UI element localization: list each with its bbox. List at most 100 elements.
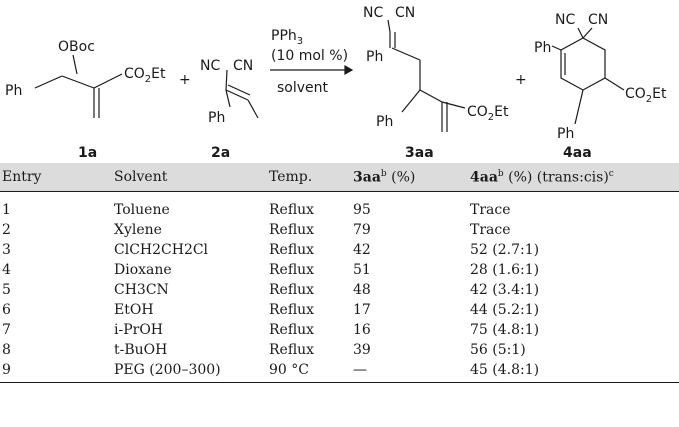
cell-yield-3aa: 42 [353, 242, 371, 258]
cell-yield-4aa: 56 (5:1) [470, 342, 526, 358]
cell-yield-4aa: 42 (3.4:1) [470, 282, 540, 298]
cell-entry: 3 [2, 242, 11, 258]
bond [604, 77, 625, 91]
plus-sign: + [515, 72, 527, 88]
table-row: 8 t-BuOH Reflux 39 56 (5:1) [0, 340, 679, 360]
nc-label: NC [363, 5, 383, 21]
bond [577, 27, 584, 39]
cell-entry: 1 [2, 202, 11, 218]
reaction-conditions: PPh3 (10 mol %) solvent [270, 28, 354, 96]
cell-solvent: t-BuOH [114, 342, 168, 358]
phenyl-label: Ph [366, 49, 383, 65]
cn-label: CN [588, 12, 608, 28]
cell-yield-3aa: 16 [353, 322, 371, 338]
cell-yield-3aa: 51 [353, 262, 371, 278]
phenyl-label: Ph [557, 126, 574, 142]
table-row: 2 Xylene Reflux 79 Trace [0, 220, 679, 240]
header-temp: Temp. [267, 163, 351, 192]
cell-entry: 7 [2, 322, 11, 338]
bond [225, 89, 231, 108]
cell-temp: Reflux [269, 262, 315, 278]
cell-yield-4aa: 75 (4.8:1) [470, 322, 540, 338]
cell-temp: Reflux [269, 302, 315, 318]
table-row: 6 EtOH Reflux 17 44 (5.2:1) [0, 300, 679, 320]
cell-entry: 4 [2, 262, 11, 278]
cell-yield-4aa: Trace [470, 202, 511, 218]
nc-label: NC [555, 12, 575, 28]
cell-yield-4aa: 44 (5.2:1) [470, 302, 540, 318]
table-row: 7 i-PrOH Reflux 16 75 (4.8:1) [0, 320, 679, 340]
bond [72, 54, 78, 75]
compound-label-2a: 2a [211, 145, 230, 161]
cell-yield-3aa: 95 [353, 202, 371, 218]
oboc-label: OBoc [58, 39, 95, 55]
table-row: 4 Dioxane Reflux 51 28 (1.6:1) [0, 260, 679, 280]
arrow-head [344, 64, 354, 76]
bond [551, 45, 562, 51]
cell-yield-4aa: 52 (2.7:1) [470, 242, 540, 258]
cell-temp: 90 °C [267, 360, 351, 383]
cell-temp: Reflux [269, 342, 315, 358]
cell-solvent: CH3CN [114, 282, 169, 298]
cell-solvent: Toluene [114, 202, 170, 218]
cell-solvent: Dioxane [114, 262, 172, 278]
compound-3aa: NC CN Ph Ph CO2Et 3aa [363, 5, 509, 161]
double-bond [225, 89, 249, 101]
bond [387, 19, 391, 33]
bond [225, 69, 228, 91]
cell-solvent: i-PrOH [114, 322, 164, 338]
cell-temp: Reflux [269, 322, 315, 338]
bond [401, 89, 421, 113]
cell-temp: Reflux [269, 222, 315, 238]
cell-entry: 5 [2, 282, 11, 298]
table-header-row: Entry Solvent Temp. 3aab (%) 4aab (%) (t… [0, 163, 679, 192]
compound-label-3aa: 3aa [405, 145, 434, 161]
cell-yield-4aa: 28 (1.6:1) [470, 262, 540, 278]
ester-label: CO2Et [124, 66, 166, 85]
reagent-label: PPh3 [271, 28, 303, 47]
bond [582, 27, 593, 39]
cell-yield-3aa: — [351, 360, 468, 383]
cell-solvent: EtOH [114, 302, 154, 318]
ester-label: CO2Et [467, 104, 509, 123]
cell-solvent: ClCH2CH2Cl [114, 242, 209, 258]
header-yield-3aa: 3aab (%) [351, 163, 468, 192]
compound-label-4aa: 4aa [563, 145, 592, 161]
compound-2a: NC CN Ph 2a [200, 58, 259, 161]
phenyl-label: Ph [5, 83, 22, 99]
header-entry: Entry [0, 163, 112, 192]
nc-label: NC [200, 58, 220, 74]
cell-entry: 6 [2, 302, 11, 318]
cell-entry: 2 [2, 222, 11, 238]
cell-yield-3aa: 79 [353, 222, 371, 238]
phenyl-label: Ph [208, 110, 225, 126]
cell-entry: 8 [2, 342, 11, 358]
double-bond [227, 84, 251, 96]
cell-solvent: PEG (200–300) [112, 360, 267, 383]
catalyst-loading: (10 mol %) [271, 48, 348, 64]
cell-temp: Reflux [269, 282, 315, 298]
compound-label-1a: 1a [78, 145, 97, 161]
bond [441, 101, 466, 109]
bond [391, 47, 421, 61]
bond [247, 99, 259, 119]
cell-solvent: Xylene [114, 222, 162, 238]
phenyl-label: Ph [376, 114, 393, 130]
phenyl-label: Ph [534, 40, 551, 56]
bond [419, 89, 443, 103]
header-solvent: Solvent [112, 163, 267, 192]
cell-yield-3aa: 39 [353, 342, 371, 358]
compound-1a: OBoc Ph CO2Et 1a [5, 39, 166, 161]
table-row: 5 CH3CN Reflux 48 42 (3.4:1) [0, 280, 679, 300]
cell-yield-3aa: 17 [353, 302, 371, 318]
bond [34, 75, 63, 89]
reaction-scheme: OBoc Ph CO2Et 1a + NC CN Ph 2a PPh3 (10 … [5, 5, 667, 161]
cell-yield-4aa: Trace [470, 222, 511, 238]
table-row: 9 PEG (200–300) 90 °C — 45 (4.8:1) [0, 360, 679, 383]
ester-label: CO2Et [625, 86, 667, 105]
cell-temp: Reflux [269, 242, 315, 258]
cell-entry: 9 [0, 360, 112, 383]
solvent-screening-table: Entry Solvent Temp. 3aab (%) 4aab (%) (t… [0, 163, 679, 383]
header-yield-4aa: 4aab (%) (trans:cis)c [468, 163, 679, 192]
compound-4aa: NC CN Ph Ph CO2Et 4aa [534, 12, 667, 161]
